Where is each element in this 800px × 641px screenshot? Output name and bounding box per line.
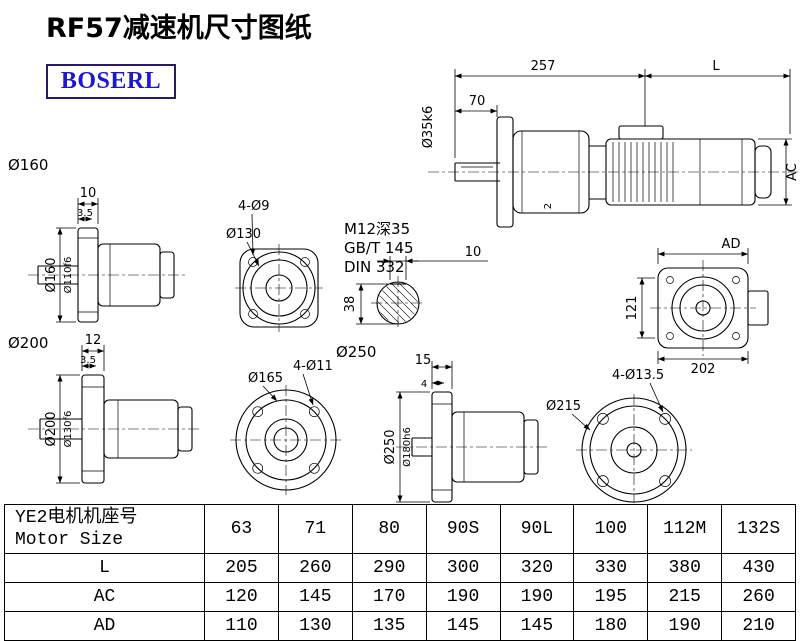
label-d215: Ø215 [546,399,581,414]
table-row-L: L 205 260 290 300 320 330 380 430 [4,553,796,583]
flange250-front-view: Ø165 4-Ø11 [230,359,342,495]
table-cell: 380 [647,553,723,583]
main-side-view: 257 L 70 Ø35k6 AC 2 [421,59,800,228]
table-cell: 215 [647,582,723,612]
boserl-logo: BOSERL [46,64,176,99]
header-motor-size-en: Motor Size [15,530,124,550]
col-header: 63 [204,504,279,554]
boserl-logo-text: BOSERL [60,68,162,94]
motor-size-table: YE2电机机座号 Motor Size 63 71 80 90S 90L 100… [4,504,796,641]
dim-121: 121 [625,296,640,321]
page-title: RF57减速机尺寸图纸 [46,13,312,44]
dim-250-spigot-dia: Ø180h6 [401,427,413,467]
table-cell: 300 [425,553,501,583]
table-cell: 135 [351,611,427,641]
section-label-250: Ø250 [336,343,376,361]
dim-AD: AD [722,237,741,252]
table-row-AD: AD 110 130 135 145 145 180 190 210 [4,611,796,641]
dim-2: 2 [543,203,554,209]
table-cell: 170 [351,582,427,612]
row-label: L [4,553,205,583]
table-cell: 145 [277,582,353,612]
center-hole-notes: M12深35 GB/T 145 DIN 332 [344,220,414,276]
motor-end-view: AD 121 202 [625,237,769,377]
row-label: AD [4,611,205,641]
col-header: 90L [499,504,575,554]
header-motor-size-cn: YE2电机机座号 [15,507,138,528]
table-cell: 260 [277,553,353,583]
section-label-160: Ø160 [8,156,48,174]
col-header: 80 [351,504,427,554]
dim-250-4: 4 [421,379,427,390]
dim-L: L [712,59,720,74]
dim-202: 202 [691,362,716,377]
label-4xd11-holes: 4-Ø11 [293,359,333,374]
flange160-side-view: Ø160 10 3.5 Ø160 Ø110f6 [8,156,188,323]
dim-key-width: 10 [465,245,482,260]
dim-shaft-height: 38 [343,296,358,313]
dim-200-3-5: 3.5 [80,355,96,366]
dim-160-flange-dia: Ø160 [44,257,59,292]
table-row-AC: AC 120 145 170 190 190 195 215 260 [4,582,796,612]
dim-160-3-5: 3.5 [77,208,93,219]
section-label-200: Ø200 [8,334,48,352]
label-4xd9-holes: 4-Ø9 [238,199,269,214]
table-cell: 205 [204,553,279,583]
table-cell: 110 [204,611,279,641]
header-motor-size: YE2电机机座号 Motor Size [4,504,205,554]
table-cell: 190 [647,611,723,641]
dim-160-10: 10 [80,186,97,201]
table-cell: 145 [425,611,501,641]
table-cell: 145 [499,611,575,641]
table-cell: 430 [721,553,796,583]
flange250-side-view: Ø250 15 4 Ø250 Ø180h6 [336,343,548,503]
dim-200-12: 12 [85,333,102,348]
label-d130: Ø130 [226,227,261,242]
table-cell: 130 [277,611,353,641]
table-cell: 290 [351,553,427,583]
dim-250-15: 15 [415,353,432,368]
col-header: 100 [573,504,649,554]
shaft-key-section: 10 38 [343,245,488,330]
col-header: 112M [647,504,723,554]
table-header-row: YE2电机机座号 Motor Size 63 71 80 90S 90L 100… [4,504,796,554]
label-shaft-diameter: Ø35k6 [421,106,436,149]
table-cell: 180 [573,611,649,641]
table-cell: 330 [573,553,649,583]
table-cell: 120 [204,582,279,612]
note-thread: M12深35 [344,220,410,238]
col-header: 90S [425,504,501,554]
table-cell: 210 [721,611,796,641]
dim-160-spigot-dia: Ø110f6 [62,257,74,294]
table-cell: 190 [499,582,575,612]
table-cell: 195 [573,582,649,612]
flange215-front-view: Ø215 4-Ø13.5 [546,368,692,503]
dim-250-flange-dia: Ø250 [383,429,398,464]
label-4xd13-5-holes: 4-Ø13.5 [612,368,664,383]
dim-200-spigot-dia: Ø130f6 [62,411,74,448]
label-d165: Ø165 [248,371,283,386]
dim-257: 257 [531,59,556,74]
col-header: 71 [277,504,353,554]
dim-AC: AC [785,163,800,181]
table-cell: 190 [425,582,501,612]
flange130-front-view: 4-Ø9 Ø130 [226,199,323,332]
table-cell: 320 [499,553,575,583]
dimension-drawing: 257 L 70 Ø35k6 AC 2 M12深35 GB/T 145 DIN … [8,59,800,503]
dim-70: 70 [469,94,486,109]
table-cell: 260 [721,582,796,612]
col-header: 132S [721,504,796,554]
dim-200-flange-dia: Ø200 [44,411,59,446]
flange200-side-view: Ø200 12 3.5 Ø200 Ø130f6 [8,333,200,484]
row-label: AC [4,582,205,612]
note-gb-standard: GB/T 145 [344,239,414,257]
